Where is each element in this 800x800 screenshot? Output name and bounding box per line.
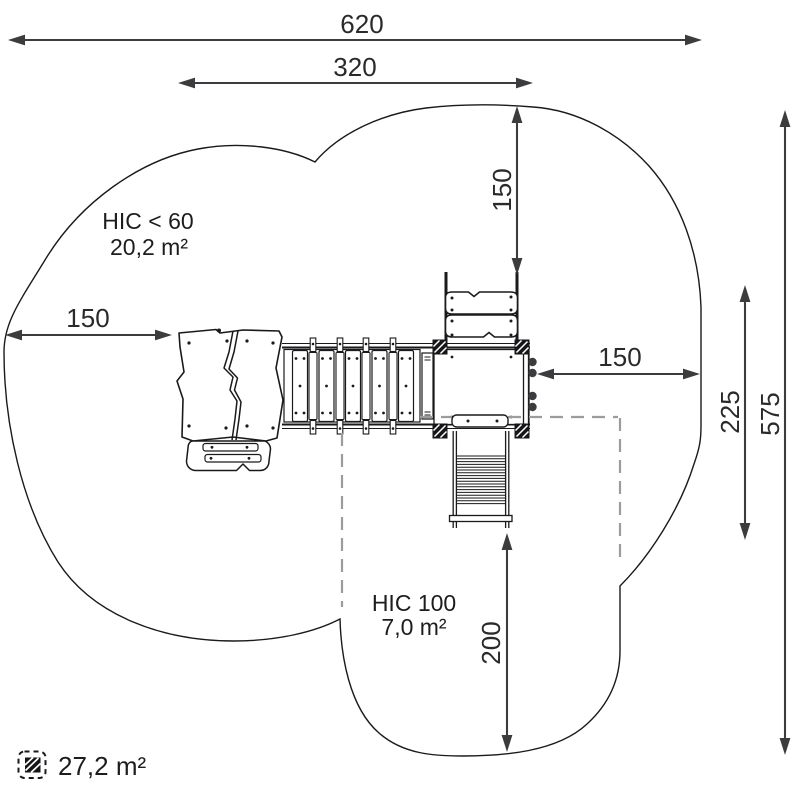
dimension-575-label: 575 xyxy=(755,392,785,435)
dimension-150-left: 150 xyxy=(5,303,172,341)
bridge-slat xyxy=(335,337,345,435)
arrowhead xyxy=(516,77,533,89)
bridge-end-plank xyxy=(421,352,434,420)
zone-hic100: HIC 100 7,0 m² xyxy=(372,590,456,640)
dimension-150-right: 150 xyxy=(537,342,700,380)
arrowhead xyxy=(511,258,523,275)
arrowhead xyxy=(537,368,554,380)
bridge-plank xyxy=(318,349,335,423)
dimension-150-top-label: 150 xyxy=(487,168,517,211)
area-legend: 27,2 m² xyxy=(17,750,146,781)
bridge-plank xyxy=(291,349,309,423)
rock-anchor-base xyxy=(185,440,272,472)
dimension-200-label: 200 xyxy=(476,621,506,664)
guardrail xyxy=(444,272,519,349)
dimension-225-label: 225 xyxy=(715,390,745,433)
rock-top-bolt xyxy=(217,328,221,333)
arrowhead xyxy=(178,77,195,89)
dimension-320: 320 xyxy=(178,52,533,89)
zone-hic60: HIC < 60 20,2 m² xyxy=(102,208,193,260)
safety-area-outline xyxy=(3,104,702,757)
guardrail-panel xyxy=(444,291,519,315)
guardrail-panel xyxy=(444,314,519,338)
bridge-plank xyxy=(344,349,362,423)
bridge-slat xyxy=(308,337,318,435)
corner-bracket xyxy=(431,338,449,356)
arrowhead xyxy=(511,106,523,123)
arrowhead xyxy=(501,735,513,752)
dimension-620-label: 620 xyxy=(340,9,383,39)
dimension-320-label: 320 xyxy=(333,52,376,82)
corner-bracket xyxy=(431,422,449,440)
corner-bracket xyxy=(513,338,531,356)
rock-bolts xyxy=(187,339,275,430)
dimension-150-top: 150 xyxy=(487,106,523,275)
arrowhead xyxy=(739,285,751,302)
bridge-slat xyxy=(361,337,371,435)
arrowhead xyxy=(5,329,22,341)
total-area-label: 27,2 m² xyxy=(58,751,146,781)
slide-end-bar xyxy=(448,514,513,523)
slide xyxy=(448,431,513,528)
arrowhead xyxy=(685,34,702,46)
dimension-575: 575 xyxy=(755,110,791,755)
dimension-620: 620 xyxy=(8,9,702,46)
dimension-200: 200 xyxy=(476,533,513,752)
corner-bracket xyxy=(513,422,531,440)
arrowhead xyxy=(155,329,172,341)
platform xyxy=(433,348,530,426)
dimension-225: 225 xyxy=(715,285,751,540)
bridge xyxy=(282,337,530,435)
arrowhead xyxy=(8,34,25,46)
arrowhead xyxy=(501,533,513,550)
climbing-rock xyxy=(176,328,284,442)
arrowhead xyxy=(779,110,791,127)
bridge-plank xyxy=(371,349,388,423)
slide-entry-step xyxy=(451,414,509,428)
arrowhead xyxy=(739,523,751,540)
fall-zone-boundary xyxy=(340,415,622,607)
climbing-holds-rail xyxy=(522,352,537,430)
area-legend-icon xyxy=(17,750,47,779)
zone-hic60-area: 20,2 m² xyxy=(110,234,188,260)
dimension-150-left-label: 150 xyxy=(66,303,109,333)
arrowhead xyxy=(683,368,700,380)
bridge-plank xyxy=(397,349,415,423)
zone-hic60-label: HIC < 60 xyxy=(102,208,193,234)
zone-hic100-label: HIC 100 xyxy=(372,590,456,616)
bridge-slat xyxy=(388,337,398,435)
dimension-150-right-label: 150 xyxy=(598,342,641,372)
zone-hic100-area: 7,0 m² xyxy=(381,614,447,640)
slide-steps-hatch xyxy=(457,455,505,505)
arrowhead xyxy=(779,738,791,755)
rock-crack xyxy=(223,330,242,441)
